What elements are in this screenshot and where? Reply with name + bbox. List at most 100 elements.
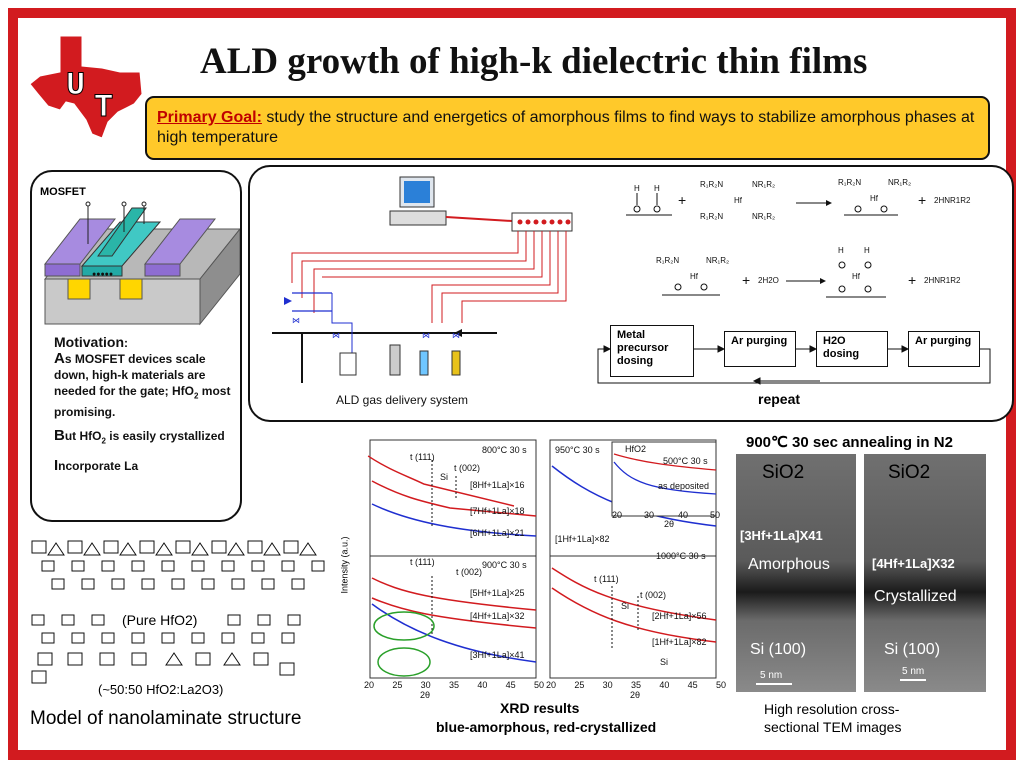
- tem-left-mid: [3Hf+1La]X41: [740, 528, 823, 543]
- xtick: 20: [364, 680, 375, 690]
- flow-step-h2o-dosing: H2O dosing: [816, 331, 888, 367]
- xrd-p2-peak-t111: t (111): [410, 557, 435, 567]
- tem-right-scale: 5 nm: [902, 666, 925, 677]
- flow-step-metal-precursor: Metal precursor dosing: [610, 325, 694, 377]
- xrd-caption-2: blue-amorphous, red-crystallized: [436, 719, 657, 735]
- xtick: 45: [687, 680, 698, 690]
- primary-goal-box: Primary Goal: study the structure and en…: [145, 96, 990, 160]
- svg-text:H: H: [864, 246, 870, 255]
- nanolaminate-model: [31, 540, 325, 684]
- svg-text:+: +: [678, 192, 686, 208]
- xrd-p1-label-1: [8Hf+1La]×16: [470, 480, 525, 490]
- svg-text:NR₁R₂: NR₁R₂: [752, 180, 775, 189]
- xtick: 35: [448, 680, 459, 690]
- xrd-p3-inset-label-2: as deposited: [658, 481, 710, 491]
- xrd-panels: [367, 439, 717, 679]
- xrd-p3-label-1: [1Hf+1La]×82: [555, 534, 610, 544]
- mosfet-label: MOSFET: [40, 186, 86, 198]
- mosfet-box: MOSFET ●●●●● Motivation: As MOSFET devic…: [30, 170, 242, 522]
- svg-text:⋈: ⋈: [422, 331, 430, 340]
- svg-text:⋈: ⋈: [452, 331, 460, 340]
- tem-left-scalebar: [756, 683, 792, 685]
- svg-text:+: +: [908, 272, 916, 288]
- flow-step-ar-purging-1: Ar purging: [724, 331, 796, 367]
- tem-left-bottom: Si (100): [750, 641, 807, 658]
- xrd-p3-inset-x2: 40: [678, 510, 689, 520]
- motivation-2: ut HfO: [64, 429, 102, 444]
- xtick: 30: [602, 680, 613, 690]
- xrd-p3-title: 950°C 30 s: [555, 445, 600, 455]
- svg-text:R₁R₂N: R₁R₂N: [700, 180, 723, 189]
- tem-left-top: SiO2: [762, 462, 805, 483]
- xrd-p1-peak-t002: t (002): [454, 463, 481, 473]
- xrd-p2-peak-t002: t (002): [456, 567, 483, 577]
- ald-caption: ALD gas delivery system: [336, 393, 469, 407]
- motivation-1-sub: 2: [194, 391, 199, 401]
- model-mix-label: (~50:50 HfO2:La2O3): [98, 682, 224, 697]
- motivation-1: s MOSFET devices scale down, high-k mate…: [54, 352, 206, 398]
- svg-text:H: H: [654, 184, 660, 193]
- svg-text:Hf: Hf: [734, 196, 743, 205]
- xrd-p1-label-2: [7Hf+1La]×18: [470, 506, 525, 516]
- ald-gas-system-diagram: ⋈ ⋈ ⋈ ⋈: [272, 176, 573, 383]
- svg-text:●●●●●: ●●●●●: [92, 271, 113, 278]
- tem-right-state: Crystallized: [874, 588, 957, 605]
- motivation-label: Motivation: [54, 334, 124, 350]
- svg-text:⋈: ⋈: [332, 331, 340, 340]
- goal-label: Primary Goal:: [157, 109, 262, 126]
- svg-text:R₁R₂N: R₁R₂N: [838, 178, 861, 187]
- motivation-3: ncorporate La: [58, 458, 139, 473]
- svg-text:⋈: ⋈: [292, 316, 300, 325]
- svg-text:+: +: [742, 272, 750, 288]
- xrd-p2-title: 900°C 30 s: [482, 560, 527, 570]
- svg-text:Hf: Hf: [690, 272, 699, 281]
- flow-step-ar-purging-2: Ar purging: [908, 331, 980, 367]
- logo-letter-u: U: [66, 67, 85, 104]
- tem-image-right: [864, 454, 986, 692]
- repeat-label: repeat: [758, 391, 801, 407]
- rxn1-product: 2HNR1R2: [934, 196, 971, 205]
- svg-text:H: H: [838, 246, 844, 255]
- texas-shape: [29, 35, 143, 139]
- ut-logo: U T: [29, 35, 143, 139]
- motivation-1-cap: A: [54, 350, 65, 367]
- xrd-p1-label-3: [6Hf+1La]×21: [470, 528, 525, 538]
- xrd-p2-label-2: [4Hf+1La]×32: [470, 611, 525, 621]
- tem-right-scalebar: [900, 679, 926, 681]
- tem-left-state: Amorphous: [748, 556, 830, 573]
- svg-text:R₁R₂N: R₁R₂N: [656, 256, 679, 265]
- xrd-p4-peak-si: Si: [621, 601, 630, 611]
- xtick: 30: [420, 680, 431, 690]
- tem-right-bottom: Si (100): [884, 641, 941, 658]
- xrd-p1-title: 800°C 30 s: [482, 445, 527, 455]
- xtick: 20: [546, 680, 557, 690]
- mosfet-diagram: ●●●●●: [43, 201, 240, 326]
- rxn2-product: 2HNR1R2: [924, 276, 961, 285]
- xtick: 40: [659, 680, 670, 690]
- svg-text:NR₁R₂: NR₁R₂: [752, 212, 775, 221]
- svg-text:H: H: [634, 184, 640, 193]
- svg-text:Hf: Hf: [870, 194, 879, 203]
- svg-text:NR₁R₂: NR₁R₂: [888, 178, 911, 187]
- xrd-p3-inset-x1: 30: [644, 510, 655, 520]
- xtick: 25: [392, 680, 403, 690]
- motivation-3-cap: I: [54, 456, 59, 474]
- xtick: 25: [574, 680, 585, 690]
- xrd-p3-inset-x3: 50: [710, 510, 721, 520]
- xrd-p4-title: 1000°C 30 s: [656, 551, 706, 561]
- svg-text:+: +: [918, 192, 926, 208]
- xtick: 50: [533, 680, 544, 690]
- xrd-p1-peak-si: Si: [440, 472, 449, 482]
- xrd-p3-inset-label-1: 500°C 30 s: [663, 456, 708, 466]
- xrd-p4-label-2: [1Hf+1La]×82: [652, 637, 707, 647]
- model-pure-label: (Pure HfO2): [120, 612, 200, 628]
- motivation-2-sub: 2: [101, 436, 106, 446]
- tem-caption: High resolution cross-sectional TEM imag…: [764, 701, 902, 735]
- xrd-p4-label-3: Si: [660, 657, 669, 667]
- xrd-p1-peak-t111: t (111): [410, 452, 435, 462]
- xrd-ylabel: Intensity (a.u.): [339, 536, 350, 594]
- goal-text: study the structure and energetics of am…: [157, 109, 975, 146]
- xrd-p2-label-3: [3Hf+1La]×41: [470, 650, 525, 660]
